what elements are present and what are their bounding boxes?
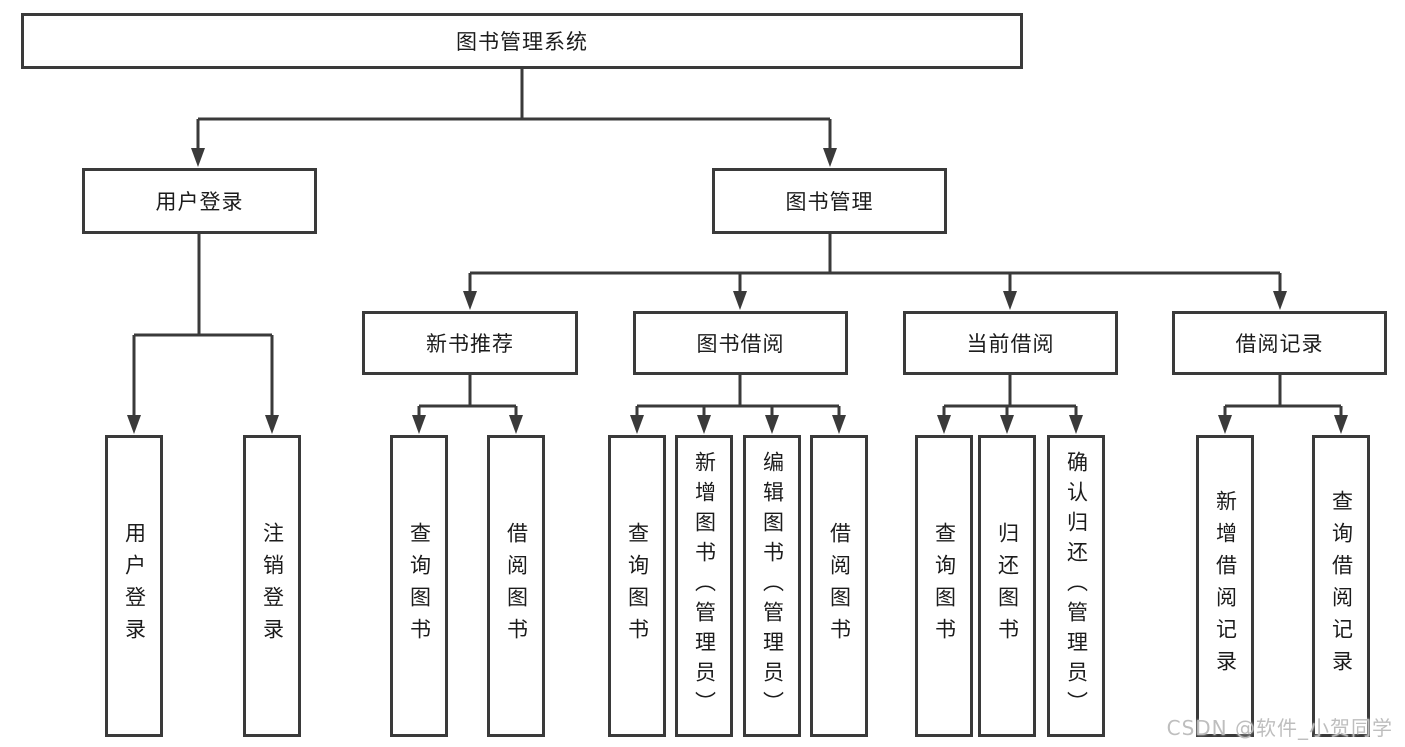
node-borrow-records: 借阅记录: [1172, 311, 1387, 375]
leaf-add-book-admin: 新增图书（管理员）: [675, 435, 733, 737]
leaf-user-login: 用户登录: [105, 435, 163, 737]
leaf-return-book: 归还图书: [978, 435, 1036, 737]
leaf-logout: 注销登录: [243, 435, 301, 737]
leaf-borrow-book: 借阅图书: [810, 435, 868, 737]
leaf-borrow-query-book: 查询图书: [608, 435, 666, 737]
node-current-borrow: 当前借阅: [903, 311, 1118, 375]
node-user-login-module: 用户登录: [82, 168, 317, 234]
leaf-add-borrow-record: 新增借阅记录: [1196, 435, 1254, 737]
leaf-edit-book-admin: 编辑图书（管理员）: [743, 435, 801, 737]
leaf-recommend-borrow-book: 借阅图书: [487, 435, 545, 737]
leaf-current-query-book: 查询图书: [915, 435, 973, 737]
csdn-watermark: CSDN @软件_小贺同学: [1166, 716, 1393, 740]
leaf-confirm-return-admin: 确认归还（管理员）: [1047, 435, 1105, 737]
leaf-recommend-query-book: 查询图书: [390, 435, 448, 737]
node-book-borrow: 图书借阅: [633, 311, 848, 375]
node-book-management-module: 图书管理: [712, 168, 947, 234]
node-new-book-recommend: 新书推荐: [362, 311, 578, 375]
leaf-query-borrow-record: 查询借阅记录: [1312, 435, 1370, 737]
node-root-system: 图书管理系统: [21, 13, 1023, 69]
arrowheads: [127, 148, 1348, 434]
